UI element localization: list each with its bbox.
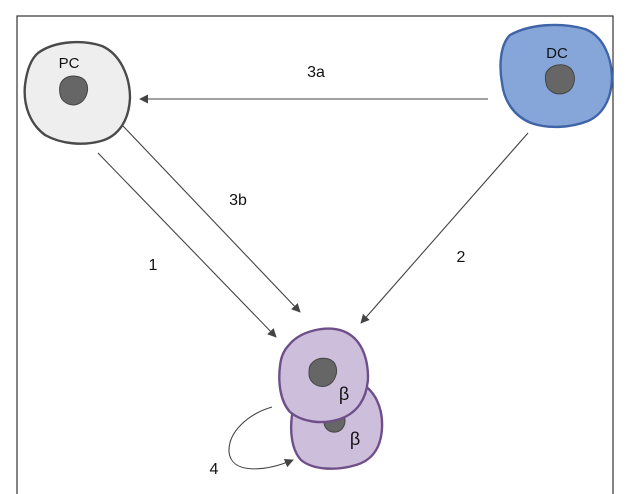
- beta-cell-2-label: β: [350, 429, 360, 449]
- arrow-3b-label: 3b: [229, 192, 247, 209]
- pc-cell: PC: [23, 40, 132, 145]
- arrow-4-label: 4: [210, 461, 219, 478]
- arrow-3a-label: 3a: [307, 64, 325, 81]
- pc-label: PC: [59, 55, 80, 72]
- arrow-2-label: 2: [457, 249, 466, 266]
- arrow-1: [97, 152, 277, 338]
- beta-cell-1-label: β: [339, 384, 349, 404]
- pc-nucleus: [59, 75, 89, 106]
- beta-cell-1-nucleus: [308, 357, 338, 387]
- arrow-4: [228, 406, 294, 470]
- diagram-border: [16, 15, 614, 494]
- arrow-2: [360, 132, 529, 324]
- arrow-3b: [122, 125, 301, 313]
- dc-cell: DC: [499, 23, 614, 129]
- beta-cell-1: β: [278, 327, 370, 424]
- dc-label: DC: [546, 45, 568, 62]
- arrow-1-label: 1: [149, 257, 158, 274]
- dc-nucleus: [544, 64, 575, 95]
